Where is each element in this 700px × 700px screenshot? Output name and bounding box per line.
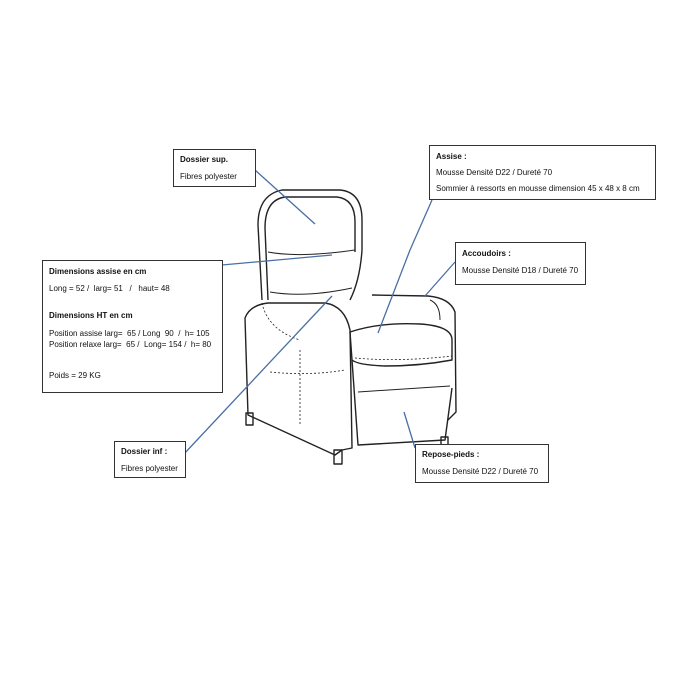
callout-repose-pieds: Repose-pieds : Mousse Densité D22 / Dure… bbox=[415, 444, 549, 483]
leg-front bbox=[333, 449, 343, 465]
callout-title: Repose-pieds : bbox=[422, 450, 480, 459]
callout-title: Accoudoirs : bbox=[462, 249, 511, 258]
left-arm bbox=[244, 302, 353, 456]
callout-dossier-inf: Dossier inf : Fibres polyester bbox=[114, 441, 186, 478]
backrest-inner bbox=[264, 196, 356, 301]
front-panel bbox=[351, 359, 453, 446]
right-arm bbox=[371, 294, 457, 421]
leader-dimensions bbox=[221, 254, 333, 266]
callout-title: Assise : bbox=[436, 152, 467, 161]
callout-text: Fibres polyester bbox=[180, 172, 237, 181]
callout-accoudoirs: Accoudoirs : Mousse Densité D18 / Dureté… bbox=[455, 242, 586, 285]
armchair-outline bbox=[244, 189, 457, 465]
leader-dossier-inf bbox=[182, 295, 333, 456]
dimensions-seat-title: Dimensions assise en cm bbox=[49, 267, 147, 276]
dimensions-weight: Poids = 29 KG bbox=[49, 371, 101, 380]
leg-left bbox=[245, 412, 254, 426]
callout-assise: Assise : Mousse Densité D22 / Dureté 70 … bbox=[429, 145, 656, 200]
callout-dimensions: Dimensions assise en cm Long = 52 / larg… bbox=[42, 260, 223, 393]
seat bbox=[349, 323, 453, 367]
callout-text: Mousse Densité D18 / Dureté 70 bbox=[462, 266, 579, 275]
backrest-outer bbox=[257, 189, 363, 301]
leader-repose-pieds bbox=[403, 411, 416, 449]
callout-text: Mousse Densité D22 / Dureté 70 bbox=[422, 467, 539, 476]
dimensions-relax-values: Position relaxe larg= 65 / Long= 154 / h… bbox=[49, 340, 212, 349]
dimensions-overall-title: Dimensions HT en cm bbox=[49, 311, 133, 320]
callout-dossier-sup: Dossier sup. Fibres polyester bbox=[173, 149, 256, 187]
leader-accoudoirs bbox=[424, 261, 456, 297]
leader-lines bbox=[182, 147, 456, 456]
callout-title: Dossier sup. bbox=[180, 155, 229, 164]
callout-text: Sommier à ressorts en mousse dimension 4… bbox=[436, 184, 640, 193]
callout-text: Mousse Densité D22 / Dureté 70 bbox=[436, 168, 553, 177]
dimensions-seated-values: Position assise larg= 65 / Long 90 / h= … bbox=[49, 329, 210, 338]
dimensions-seat-values: Long = 52 / larg= 51 / haut= 48 bbox=[49, 284, 170, 293]
leader-dossier-sup bbox=[254, 169, 316, 225]
callout-title: Dossier inf : bbox=[121, 447, 168, 456]
callout-text: Fibres polyester bbox=[121, 464, 178, 473]
